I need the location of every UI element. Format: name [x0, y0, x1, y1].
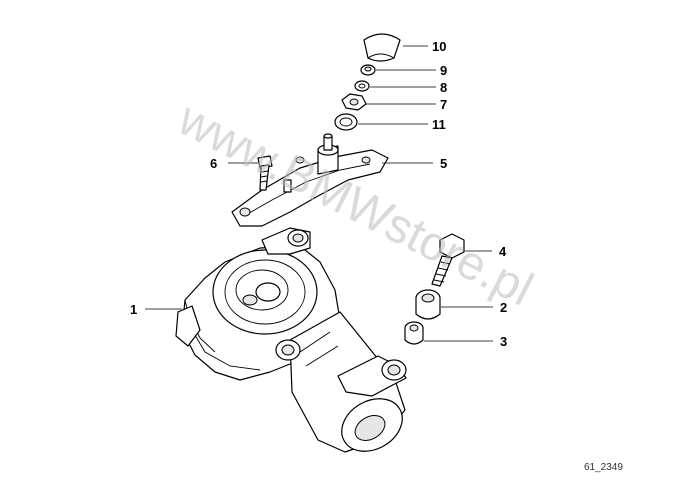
- callout-11: 11: [432, 117, 446, 132]
- bolt-6: [257, 155, 273, 191]
- callout-2: 2: [500, 300, 507, 315]
- sleeve-3: [404, 321, 424, 345]
- wiper-bracket: [231, 133, 389, 227]
- leader-lines: [145, 45, 493, 342]
- seal-ring-11: [334, 113, 358, 131]
- callout-10: 10: [432, 39, 446, 54]
- nut-9: [360, 64, 376, 76]
- callout-5: 5: [440, 156, 447, 171]
- bushing-2: [415, 289, 441, 320]
- wiper-motor-assembly: [175, 227, 407, 453]
- callout-6: 6: [210, 156, 217, 171]
- washer-8: [354, 80, 370, 92]
- callout-1: 1: [130, 302, 137, 317]
- callout-4: 4: [499, 244, 507, 259]
- nut-7: [341, 93, 367, 111]
- callout-8: 8: [440, 80, 447, 95]
- cap-10: [363, 33, 401, 62]
- drawing-code: 61_2349: [584, 462, 623, 473]
- callout-9: 9: [440, 63, 447, 78]
- callouts: 10 9 8 7 11 6 5 4 1 2 3: [130, 39, 507, 349]
- callout-3: 3: [500, 334, 507, 349]
- bolt-4: [431, 233, 465, 287]
- callout-7: 7: [440, 97, 447, 112]
